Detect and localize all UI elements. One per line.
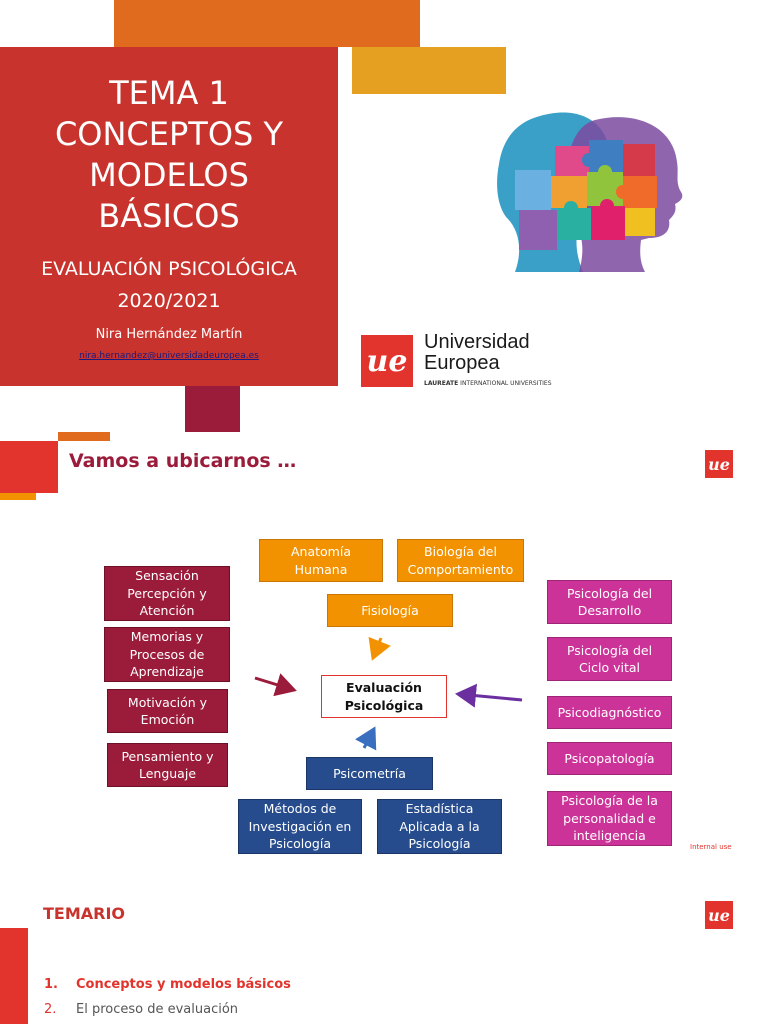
decor-maroon-block xyxy=(185,386,240,432)
subtitle: EVALUACIÓN PSICOLÓGICA 2020/2021 xyxy=(41,258,297,312)
decor-orange-strip xyxy=(0,493,36,500)
ue-logo-small: ue xyxy=(705,901,733,929)
box-fisiologia: Fisiología xyxy=(327,594,453,627)
box-psicologia-personalidad: Psicología de la personalidad e intelige… xyxy=(547,791,672,846)
decor-orange-bar-top xyxy=(114,0,420,47)
box-motivacion: Motivación y Emoción xyxy=(107,689,228,733)
box-psicologia-ciclo-vital: Psicología del Ciclo vital xyxy=(547,637,672,681)
arrow-left xyxy=(254,673,297,697)
box-psicopatologia: Psicopatología xyxy=(547,742,672,775)
box-anatomia-humana: Anatomía Humana xyxy=(259,539,383,582)
decor-red-square xyxy=(0,441,58,493)
author-name: Nira Hernández Martín xyxy=(95,327,243,342)
title-panel: TEMA 1 CONCEPTOS Y MODELOS BÁSICOS EVALU… xyxy=(0,47,338,386)
box-estadistica-aplicada: Estadística Aplicada a la Psicología xyxy=(377,799,502,854)
slide-title: TEMARIO xyxy=(43,904,126,923)
ue-logo-small: ue xyxy=(705,450,733,478)
slide-3: TEMARIO ue 1.Conceptos y modelos básicos… xyxy=(0,864,768,1024)
author-email-link[interactable]: nira.hernandez@universidadeuropea.es xyxy=(79,351,259,361)
decor-red-bar xyxy=(0,928,28,1024)
decor-gold-block xyxy=(352,47,506,94)
diagram-arrows xyxy=(254,636,523,751)
box-pensamiento: Pensamiento y Lenguaje xyxy=(107,743,228,787)
slide-title: Vamos a ubicarnos … xyxy=(69,450,297,472)
slide-2: Vamos a ubicarnos … ue Anatomía Humana B… xyxy=(0,432,768,864)
box-psicometria: Psicometría xyxy=(306,757,433,790)
box-psicologia-desarrollo: Psicología del Desarrollo xyxy=(547,580,672,624)
arrow-bottom xyxy=(354,726,377,751)
box-memorias: Memorias y Procesos de Aprendizaje xyxy=(104,627,230,682)
laureate-tagline: LAUREATE INTERNATIONAL UNIVERSITIES xyxy=(424,380,552,387)
box-psicodiagnostico: Psicodiagnóstico xyxy=(547,696,672,729)
box-evaluacion-psicologica: Evaluación Psicológica xyxy=(321,675,447,718)
temario-item-1: 1.Conceptos y modelos básicos xyxy=(44,977,291,992)
arrow-top xyxy=(368,636,391,661)
box-metodos-investigacion: Métodos de Investigación en Psicología xyxy=(238,799,362,854)
heads-puzzle-illustration xyxy=(497,112,683,272)
slide-1: TEMA 1 CONCEPTOS Y MODELOS BÁSICOS EVALU… xyxy=(0,0,768,432)
main-title: TEMA 1 CONCEPTOS Y MODELOS BÁSICOS xyxy=(54,74,284,235)
temario-item-2: 2.El proceso de evaluación xyxy=(44,1002,239,1017)
box-sensacion: Sensación Percepción y Atención xyxy=(104,566,230,621)
decor-orange-line xyxy=(58,432,110,441)
university-name: Universidad Europea xyxy=(424,331,530,374)
arrow-right xyxy=(455,683,523,708)
university-logo-mark: ue xyxy=(361,335,413,387)
box-biologia-comportamiento: Biología del Comportamiento xyxy=(397,539,524,582)
internal-use-note: Internal use xyxy=(690,843,732,851)
